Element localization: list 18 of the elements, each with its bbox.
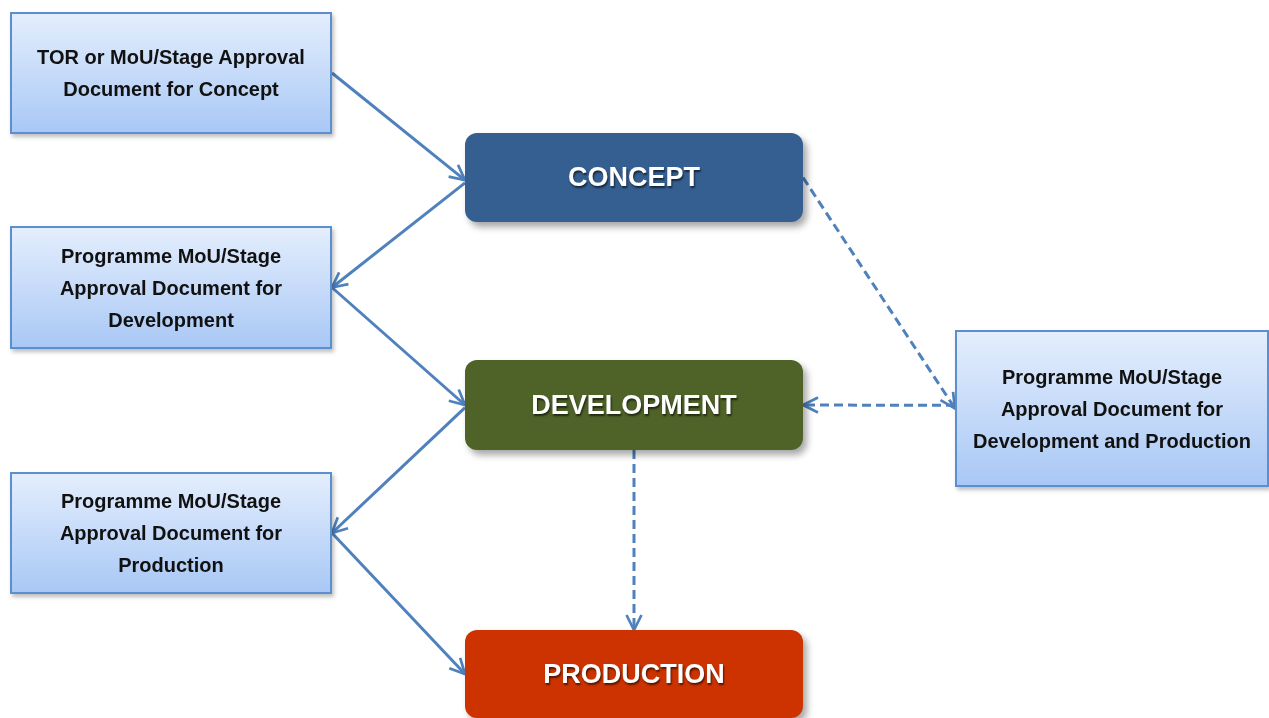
document-box [955,330,1269,487]
arrow [801,176,957,410]
document-label: Programme MoU/Stage Approval Document for Production [58,489,284,578]
document-label: Programme MoU/Stage Approval Document for Development and Production [972,364,1252,454]
stage-label: CONCEPT [568,162,700,193]
arrow [625,450,643,632]
arrow [331,71,467,182]
document-label: TOR or MoU/Stage Approval Document for Concept [36,45,306,102]
stage-box [465,360,803,450]
document-box [10,226,332,349]
arrow [331,286,467,407]
document-box [10,472,332,594]
stage-label: PRODUCTION [543,658,725,690]
stage-label: DEVELOPMENT [531,389,737,421]
document-label: Programme MoU/Stage Approval Document for Development [58,243,284,333]
stage-box [465,630,803,718]
stage-box [465,133,803,222]
document-box [10,12,332,134]
